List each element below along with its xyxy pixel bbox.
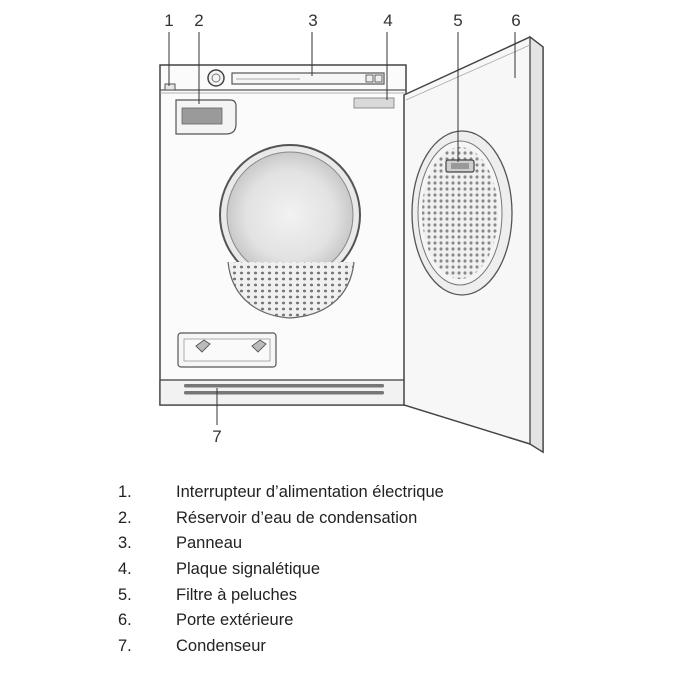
legend-item-number: 6. [118, 611, 132, 630]
legend-item: 4. Plaque signalétique [118, 557, 638, 583]
dryer-diagram: 1 2 3 4 5 6 7 [159, 11, 544, 454]
legend-item-label: Plaque signalétique [176, 560, 321, 579]
callout-7: 7 [212, 427, 221, 446]
program-knob [207, 69, 225, 87]
parts-legend: 1. Interrupteur d’alimentation électriqu… [118, 480, 638, 660]
callout-2: 2 [194, 11, 203, 30]
legend-item-label: Filtre à peluches [176, 585, 298, 604]
legend-item-number: 2. [118, 508, 132, 527]
legend-item: 5. Filtre à peluches [118, 583, 638, 609]
callout-6: 6 [511, 11, 520, 30]
callout-3: 3 [308, 11, 317, 30]
lower-hatch [177, 332, 277, 368]
legend-item-label: Interrupteur d’alimentation électrique [176, 483, 444, 501]
legend-item-number: 5. [118, 585, 132, 604]
legend-item-label: Réservoir d’eau de condensation [176, 508, 418, 527]
legend-item-label: Condenseur [176, 637, 266, 656]
legend-item: 2. Réservoir d’eau de condensation [118, 506, 638, 532]
condenser-plinth [159, 379, 407, 406]
legend-item: 7. Condenseur [118, 634, 638, 660]
legend-item-label: Porte extérieure [176, 611, 294, 630]
callout-labels: 1 2 3 4 5 6 7 [164, 11, 520, 446]
legend-item-label: Panneau [176, 534, 243, 553]
legend-item-number: 3. [118, 534, 132, 553]
rating-plate [353, 97, 395, 109]
legend-item: 6. Porte extérieure [118, 608, 638, 634]
power-switch [164, 83, 176, 91]
legend-item-number: 7. [118, 637, 132, 656]
lint-filter [411, 130, 513, 296]
legend-item: 3. Panneau [118, 531, 638, 557]
callout-leader-lines [168, 32, 516, 425]
drum [219, 144, 361, 286]
callout-4: 4 [383, 11, 392, 30]
water-container [175, 99, 237, 135]
control-panel [231, 72, 385, 85]
callout-1: 1 [164, 11, 173, 30]
legend-item: 1. Interrupteur d’alimentation électriqu… [118, 480, 638, 506]
callout-5: 5 [453, 11, 462, 30]
legend-item-number: 1. [118, 483, 132, 501]
legend-item-number: 4. [118, 560, 132, 579]
